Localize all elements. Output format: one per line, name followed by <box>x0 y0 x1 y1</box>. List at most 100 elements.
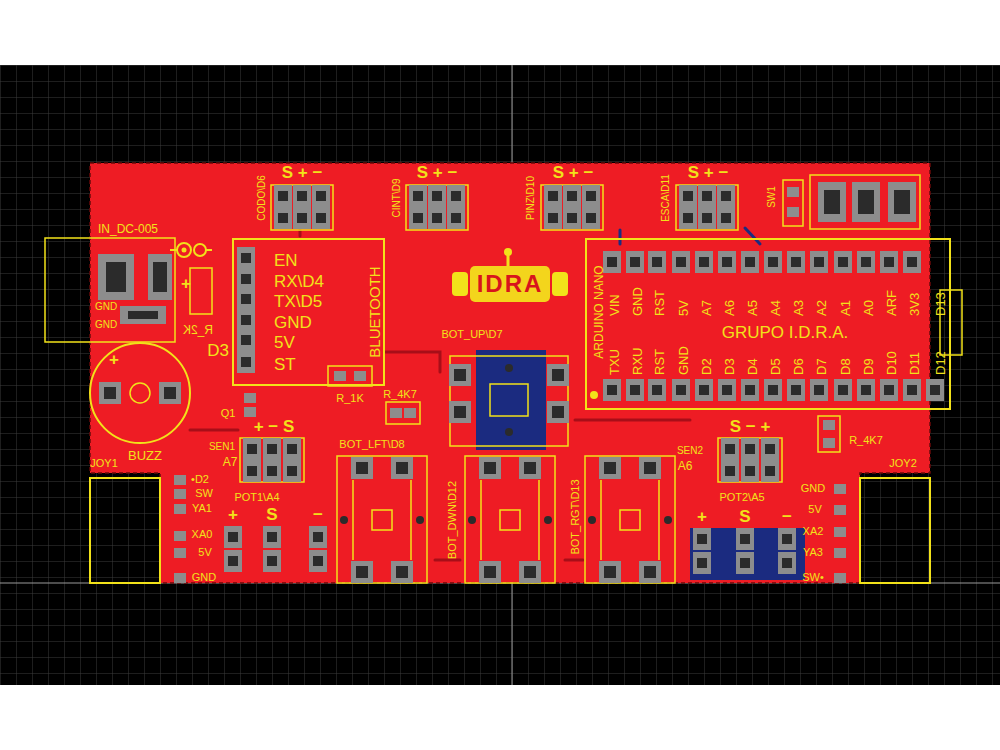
arduino-pads <box>648 251 666 273</box>
button-up <box>490 384 528 416</box>
dc-jack <box>90 238 175 342</box>
arduino-pads <box>880 379 898 401</box>
servo-headers <box>409 207 427 229</box>
dc-jack <box>177 243 191 257</box>
joysticks <box>860 478 930 583</box>
board <box>90 163 930 583</box>
logo-box: IDRA <box>470 266 550 302</box>
arduino-pads <box>903 251 921 273</box>
silkscreen-label: R_4K7 <box>383 389 417 400</box>
push-buttons <box>620 510 640 530</box>
pin-label: D3 <box>723 358 736 375</box>
silkscreen-label: GND <box>95 302 117 312</box>
pin-label: 3V3 <box>908 293 921 316</box>
pin-label: VIN <box>608 294 621 316</box>
sensor-headers <box>240 438 304 482</box>
pin-label: D11 <box>908 352 921 375</box>
switch <box>852 182 880 222</box>
pin-label: D13 <box>934 292 947 316</box>
copper-traces <box>745 228 760 244</box>
resistors <box>823 420 835 430</box>
silkscreen-label: GND <box>95 320 117 330</box>
silkscreen-label: SW <box>195 488 213 499</box>
pin-label: D12 <box>934 351 947 375</box>
arduino-pads <box>764 379 782 401</box>
resistors <box>818 416 840 452</box>
pin-label: RST <box>653 349 666 375</box>
joysticks <box>834 573 846 583</box>
resistors <box>334 371 346 381</box>
joysticks <box>834 505 846 515</box>
silkscreen-label: BOT_UP\D7 <box>441 329 502 340</box>
silkscreen-label: YA3 <box>803 547 823 558</box>
arduino-pads <box>764 251 782 273</box>
silkscreen-label: S + − <box>417 164 458 181</box>
silkscreen-label: + <box>697 508 707 525</box>
joysticks <box>834 527 846 537</box>
pin-label: D7 <box>815 358 828 375</box>
silkscreen-label: SW1 <box>767 186 777 208</box>
servo-headers <box>271 185 333 230</box>
bluetooth-pads <box>237 329 255 351</box>
dc-jack <box>98 254 134 300</box>
pin-label: A5 <box>746 300 759 316</box>
button-up <box>450 356 568 446</box>
pin-label: RX\D4 <box>274 273 324 290</box>
arduino-pads <box>626 379 644 401</box>
pin-label: D6 <box>792 358 805 375</box>
resistors <box>390 408 402 418</box>
pin-label: A7 <box>700 300 713 316</box>
servo-headers <box>312 207 330 229</box>
arduino-pads <box>903 379 921 401</box>
servo-headers <box>428 185 446 207</box>
resistors <box>404 408 416 418</box>
pin-label: ARF <box>885 290 898 316</box>
button-up <box>449 364 471 386</box>
arduino-pads <box>695 251 713 273</box>
push-buttons <box>465 456 555 583</box>
push-buttons <box>468 516 476 524</box>
silkscreen-label: GND <box>192 572 216 583</box>
servo-headers <box>717 207 735 229</box>
copper-traces <box>565 559 583 562</box>
resistors <box>328 366 372 386</box>
copper-traces <box>476 350 546 450</box>
logo-frame <box>552 272 568 296</box>
logo-frame <box>452 272 468 296</box>
arduino-pads <box>787 251 805 273</box>
joysticks <box>174 504 186 514</box>
servo-headers <box>409 185 427 207</box>
push-buttons <box>353 480 411 560</box>
pin-label: TX\D5 <box>274 293 322 310</box>
dc-jack <box>182 248 187 253</box>
switch <box>787 207 799 217</box>
copper-traces <box>299 230 302 236</box>
sensor-headers <box>761 460 779 482</box>
silkscreen-label: •D2 <box>191 474 209 485</box>
potentiometer-pads <box>263 526 281 548</box>
pin-label: BLUETOOTH <box>367 266 382 357</box>
bluetooth-pads <box>237 351 255 373</box>
silkscreen-label: BOT_LFT\D8 <box>339 439 404 450</box>
arduino-pads <box>718 251 736 273</box>
bluetooth-pads <box>237 247 255 269</box>
dc-jack <box>170 249 212 251</box>
switch <box>787 187 799 197</box>
pin-label: D5 <box>769 358 782 375</box>
push-buttons <box>599 561 621 583</box>
potentiometer-pads <box>224 526 242 548</box>
silkscreen-label: Q1 <box>221 408 236 419</box>
copper-traces <box>190 429 238 432</box>
arduino-pads <box>718 379 736 401</box>
push-buttons <box>391 561 413 583</box>
switch <box>783 180 803 226</box>
switch <box>888 182 916 222</box>
push-buttons <box>479 457 501 479</box>
switch <box>810 175 920 229</box>
background <box>0 65 1000 685</box>
dc-jack <box>128 311 158 319</box>
pin-label: ARDUINO NANO <box>593 265 605 358</box>
